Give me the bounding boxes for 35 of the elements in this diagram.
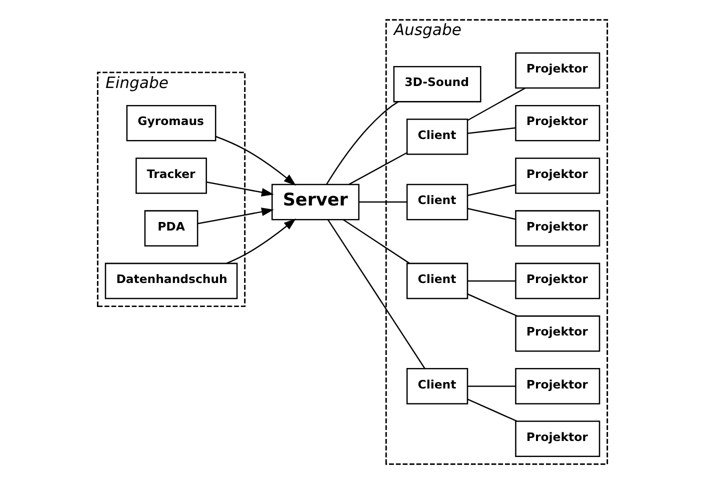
arrow — [216, 136, 296, 186]
node-box: Datenhandschuh — [104, 262, 238, 300]
node-box: Tracker — [136, 158, 207, 194]
connector — [359, 201, 407, 203]
node-box: Server — [271, 184, 360, 220]
arrow — [226, 218, 296, 264]
node-box: Projektor — [515, 262, 600, 300]
connector — [467, 184, 516, 196]
connector — [468, 386, 516, 387]
node-box: Projektor — [515, 315, 600, 352]
node-box: Client — [406, 368, 468, 404]
connector — [467, 293, 518, 317]
arrow — [206, 182, 274, 197]
node-box: Projektor — [515, 420, 600, 457]
connector — [348, 152, 408, 185]
node-box: Projektor — [515, 52, 600, 89]
node-box: Projektor — [515, 368, 600, 404]
node-box: Client — [406, 184, 468, 220]
node-box: Projektor — [515, 104, 600, 142]
arrow — [198, 208, 274, 224]
node-box: 3D-Sound — [393, 66, 482, 102]
connector — [467, 127, 516, 134]
connector — [467, 398, 518, 422]
connector — [343, 219, 410, 264]
node-box: Client — [406, 118, 468, 155]
node-box: Gyromaus — [126, 104, 216, 142]
connector — [468, 280, 516, 282]
connector — [327, 219, 426, 369]
node-box: PDA — [144, 210, 198, 247]
node-box: Projektor — [515, 158, 600, 194]
node-box: Projektor — [515, 210, 600, 247]
connector — [467, 88, 526, 121]
connector — [467, 208, 516, 220]
node-box: Client — [406, 262, 468, 300]
connector — [326, 101, 398, 185]
